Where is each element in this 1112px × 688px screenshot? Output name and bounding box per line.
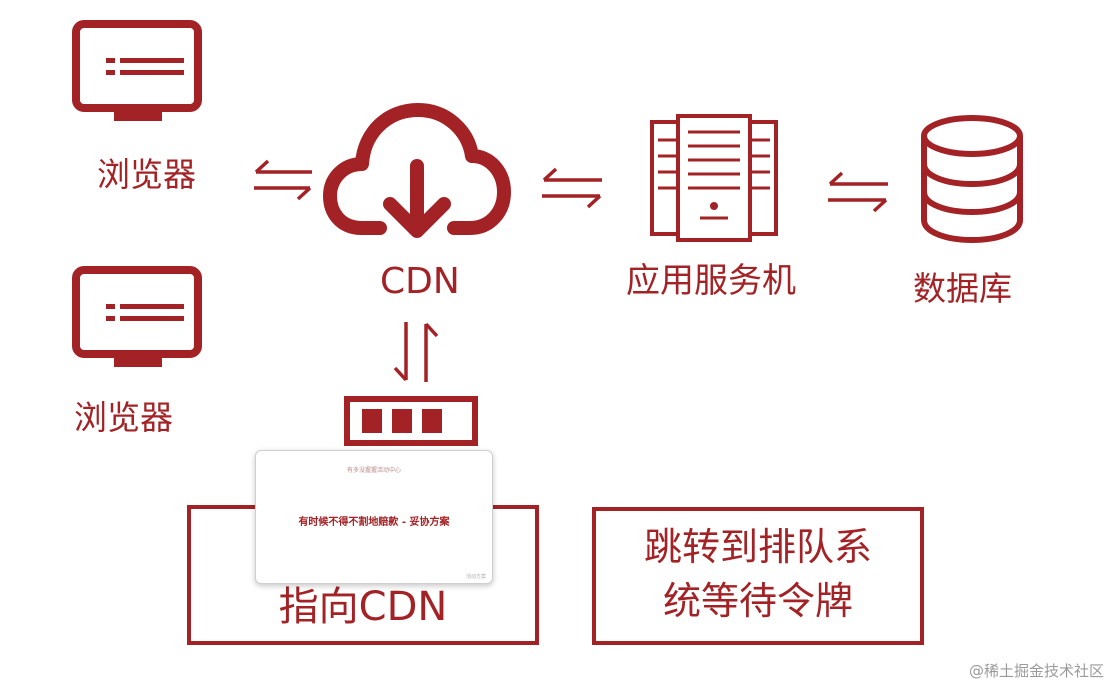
server-rack-icon [650,114,778,242]
app-server-label: 应用服务机 [626,261,796,301]
cdn-label: CDN [380,261,460,302]
thumbnail-header: 有多没握握活动中心 [346,467,401,474]
browser-bottom-label: 浏览器 [74,398,173,437]
thumbnail-title: 有时候不得不割地赔款 - 妥协方案 [298,517,450,528]
bidirectional-arrow-icon [828,171,888,213]
thumbnail-footer: 活动方案 [465,574,486,580]
point-to-cdn-label: 指向CDN [278,584,448,630]
queue-system-label-line1: 跳转到排队系 [643,525,872,569]
bidirectional-arrow-icon [542,167,602,209]
token-bucket-icon [344,396,478,446]
slide-thumbnail-popup[interactable]: 有多没握握活动中心 有时候不得不割地赔款 - 妥协方案 活动方案 [255,450,493,584]
bidirectional-arrow-vertical-icon [393,322,439,382]
queue-system-label-line2: 统等待令牌 [662,579,853,623]
monitor-icon [72,266,202,367]
database-icon [921,115,1023,244]
database-label: 数据库 [913,269,1012,308]
cloud-download-icon [323,103,511,238]
monitor-icon [72,20,202,121]
queue-system-box [592,507,924,645]
bidirectional-arrow-icon [254,159,312,201]
browser-top-label: 浏览器 [97,155,196,194]
watermark: @稀土掘金技术社区 [968,662,1104,680]
